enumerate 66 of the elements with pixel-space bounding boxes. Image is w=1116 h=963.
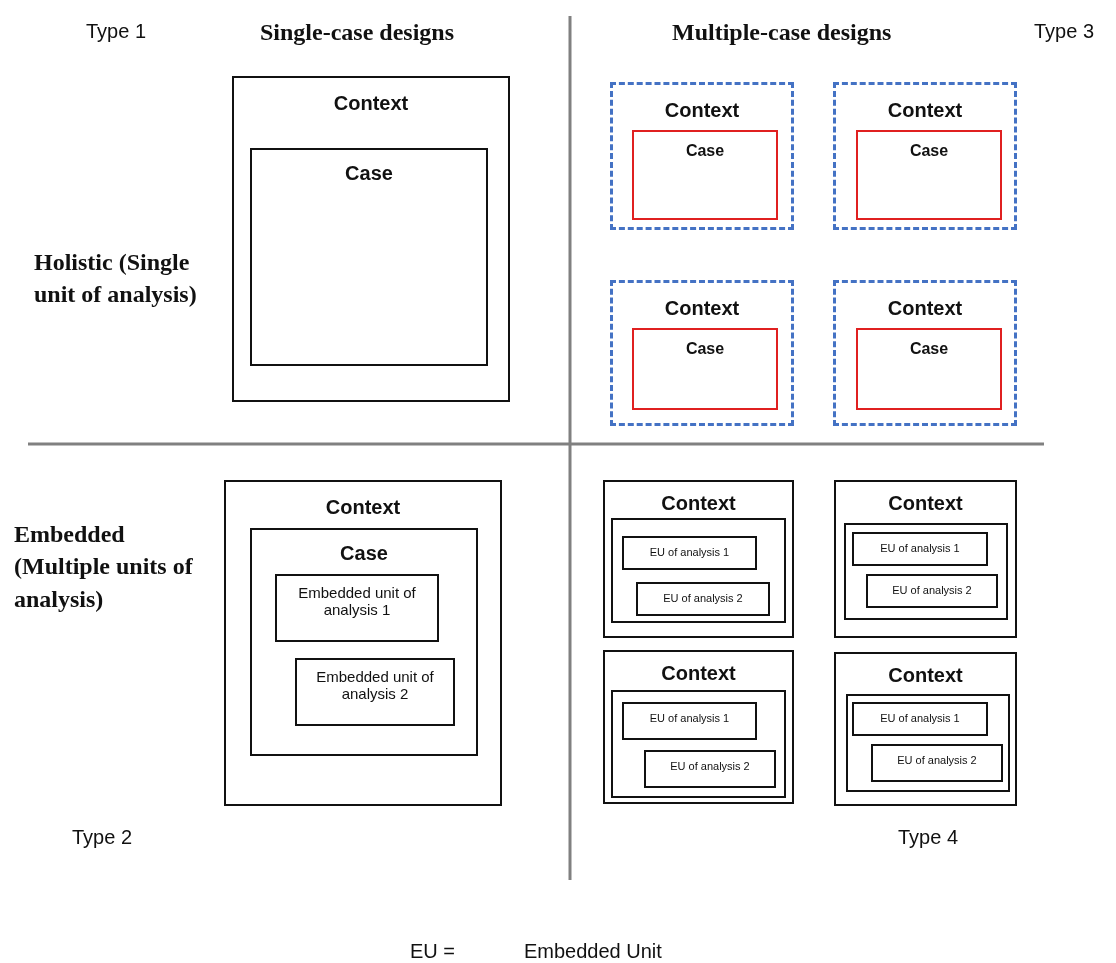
context-box	[833, 280, 1017, 426]
case-heading: Case	[684, 142, 726, 160]
context-box	[232, 76, 510, 402]
type-label: Type 4	[898, 825, 960, 850]
unit-text: EU of analysis 1	[879, 712, 961, 724]
context-heading: Context	[887, 664, 964, 687]
case-heading: Case	[344, 162, 394, 185]
inner-box	[611, 518, 786, 623]
type-label: Type 3	[1034, 19, 1096, 44]
case-heading: Case	[684, 340, 726, 358]
unit-text: EU of analysis 1	[648, 546, 731, 558]
case-box	[632, 130, 778, 220]
unit-text: EU of analysis 2	[891, 584, 973, 596]
inner-box	[844, 523, 1008, 620]
context-box	[834, 652, 1017, 806]
context-box	[610, 82, 794, 230]
unit-text: Embedded unit of analysis 2	[315, 668, 435, 702]
case-box	[250, 148, 488, 366]
context-box	[224, 480, 502, 806]
unit-box	[622, 536, 757, 570]
unit-text: EU of analysis 2	[662, 592, 744, 604]
unit-text: EU of analysis 2	[669, 760, 751, 772]
context-heading: Context	[663, 297, 741, 320]
legend-key: EU =	[410, 938, 500, 963]
context-box	[603, 480, 794, 638]
context-heading: Context	[324, 496, 402, 519]
unit-box	[622, 702, 757, 740]
context-heading: Context	[660, 492, 737, 515]
context-box	[833, 82, 1017, 230]
case-heading: Case	[908, 142, 950, 160]
row-heading: Holistic (Single unit of analysis)	[34, 248, 198, 310]
case-box	[856, 130, 1002, 220]
context-box	[603, 650, 794, 804]
case-box	[856, 328, 1002, 410]
row-heading: Embedded (Multiple units of analysis)	[14, 520, 194, 614]
context-heading: Context	[663, 99, 741, 122]
case-heading: Case	[908, 340, 950, 358]
unit-box	[295, 658, 455, 726]
column-heading: Multiple-case designs	[672, 18, 893, 47]
column-heading: Single-case designs	[260, 18, 455, 47]
unit-box	[644, 750, 776, 788]
unit-text: EU of analysis 1	[879, 542, 961, 554]
context-heading: Context	[332, 92, 410, 115]
type-label: Type 2	[72, 825, 134, 850]
unit-box	[636, 582, 770, 616]
case-box	[632, 328, 778, 410]
context-box	[834, 480, 1017, 638]
unit-text: EU of analysis 1	[648, 712, 731, 724]
legend-text: Embedded Unit	[524, 939, 663, 963]
unit-box	[871, 744, 1003, 782]
case-box	[250, 528, 478, 756]
type-label: Type 1	[86, 19, 148, 44]
context-heading: Context	[660, 662, 737, 685]
unit-box	[275, 574, 439, 642]
unit-text: EU of analysis 2	[896, 754, 978, 766]
unit-box	[852, 532, 988, 566]
unit-box	[866, 574, 998, 608]
inner-box	[846, 694, 1010, 792]
unit-text: Embedded unit of analysis 1	[297, 584, 417, 618]
context-heading: Context	[887, 492, 964, 515]
context-heading: Context	[886, 297, 964, 320]
context-box	[610, 280, 794, 426]
case-heading: Case	[339, 542, 389, 565]
context-heading: Context	[886, 99, 964, 122]
inner-box	[611, 690, 786, 798]
unit-box	[852, 702, 988, 736]
